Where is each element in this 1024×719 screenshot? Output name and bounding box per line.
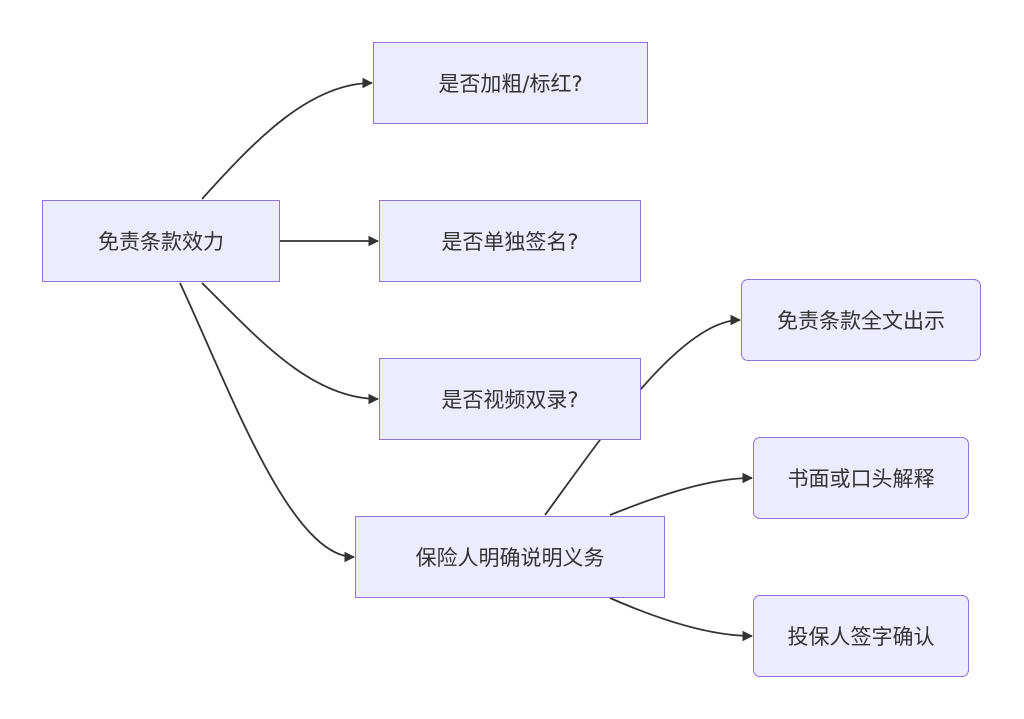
node-verbal-explain-label: 书面或口头解释	[787, 467, 935, 491]
node-verbal-explain[interactable]: 书面或口头解释	[753, 437, 969, 519]
node-bold-check[interactable]: 是否加粗/标红?	[373, 42, 648, 124]
node-root-label: 免责条款效力	[98, 230, 224, 254]
edge-root-to-duty	[179, 282, 356, 563]
node-explain-duty-label: 保险人明确说明义务	[415, 546, 605, 570]
node-video-check[interactable]: 是否视频双录?	[379, 358, 641, 440]
edge-duty-to-confirm	[609, 597, 754, 642]
edge-root-to-video	[201, 282, 380, 405]
node-sign-confirm[interactable]: 投保人签字确认	[753, 595, 969, 677]
node-full-text[interactable]: 免责条款全文出示	[741, 279, 981, 361]
node-root[interactable]: 免责条款效力	[42, 200, 280, 282]
node-full-text-label: 免责条款全文出示	[777, 309, 945, 333]
node-sign-check[interactable]: 是否单独签名?	[379, 200, 641, 282]
node-video-check-label: 是否视频双录?	[441, 388, 579, 412]
node-bold-check-label: 是否加粗/标红?	[438, 72, 583, 96]
edge-root-to-bold	[201, 77, 374, 200]
edge-duty-to-explain	[609, 472, 754, 516]
node-sign-confirm-label: 投保人签字确认	[787, 625, 935, 649]
node-explain-duty[interactable]: 保险人明确说明义务	[355, 516, 665, 598]
node-sign-check-label: 是否单独签名?	[441, 230, 579, 254]
